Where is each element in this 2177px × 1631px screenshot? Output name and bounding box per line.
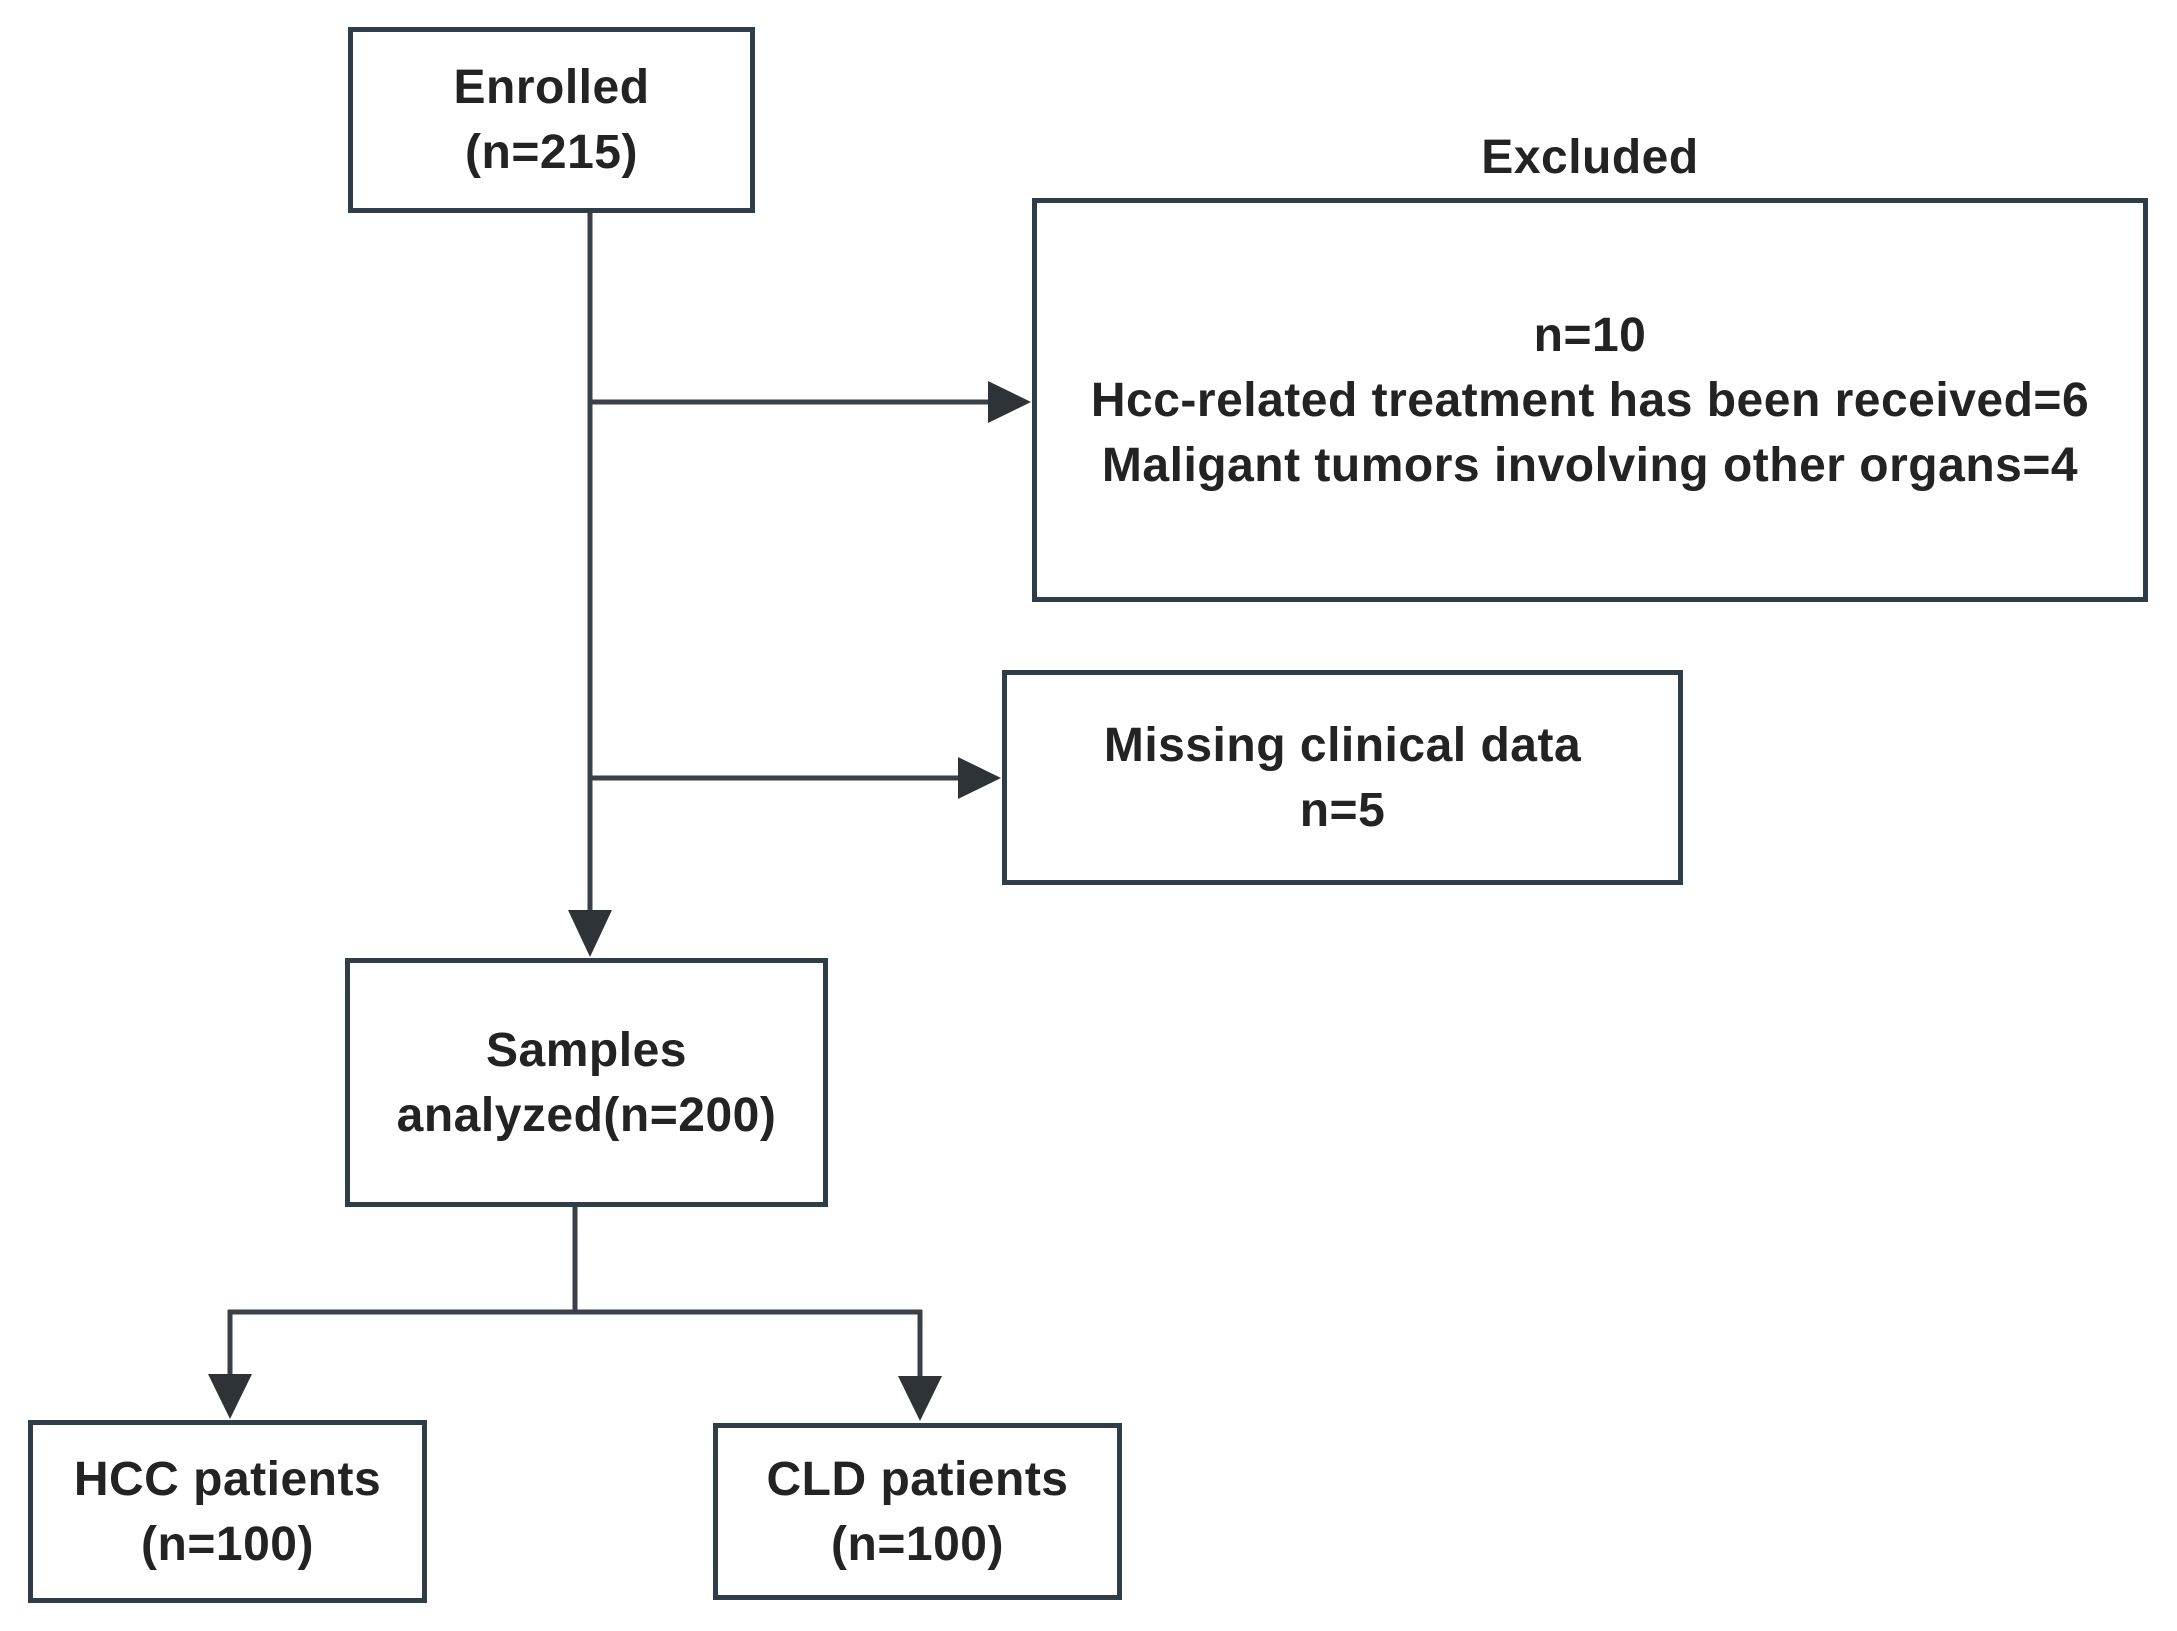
node-excluded-line-3: Maligant tumors involving other organs=4 — [1101, 438, 2079, 492]
arrowhead-excluded — [988, 381, 1031, 423]
arrowhead-hcc — [208, 1374, 252, 1419]
node-samples-analyzed: Samples analyzed(n=200) — [345, 958, 828, 1207]
node-cld-line-2: (n=100) — [831, 1517, 1004, 1571]
node-enrolled-line-1: Enrolled — [453, 61, 650, 114]
arrowhead-samples — [568, 910, 612, 957]
node-cld-patients: CLD patients (n=100) — [713, 1423, 1122, 1600]
node-hcc-patients: HCC patients (n=100) — [28, 1420, 427, 1603]
arrowhead-missing — [958, 757, 1001, 799]
node-hcc-line-2: (n=100) — [141, 1517, 314, 1571]
node-hcc-line-1: HCC patients — [73, 1452, 382, 1506]
excluded-title: Excluded — [1481, 131, 1699, 184]
node-cld-line-1: CLD patients — [766, 1452, 1069, 1506]
node-excluded-line-1: n=10 — [1533, 308, 1647, 362]
arrowhead-cld — [898, 1376, 942, 1421]
node-missing-line-1: Missing clinical data — [1103, 718, 1582, 772]
node-missing-clinical-data: Missing clinical data n=5 — [1002, 670, 1683, 885]
node-enrolled-line-2: (n=215) — [465, 126, 638, 179]
node-samples-line-2: analyzed(n=200) — [396, 1088, 777, 1142]
node-excluded-line-2: Hcc-related treatment has been received=… — [1090, 373, 2090, 427]
node-excluded: n=10 Hcc-related treatment has been rece… — [1032, 198, 2148, 602]
node-enrolled: Enrolled (n=215) — [348, 27, 755, 213]
node-missing-line-2: n=5 — [1299, 783, 1386, 837]
node-samples-line-1: Samples — [486, 1023, 687, 1077]
